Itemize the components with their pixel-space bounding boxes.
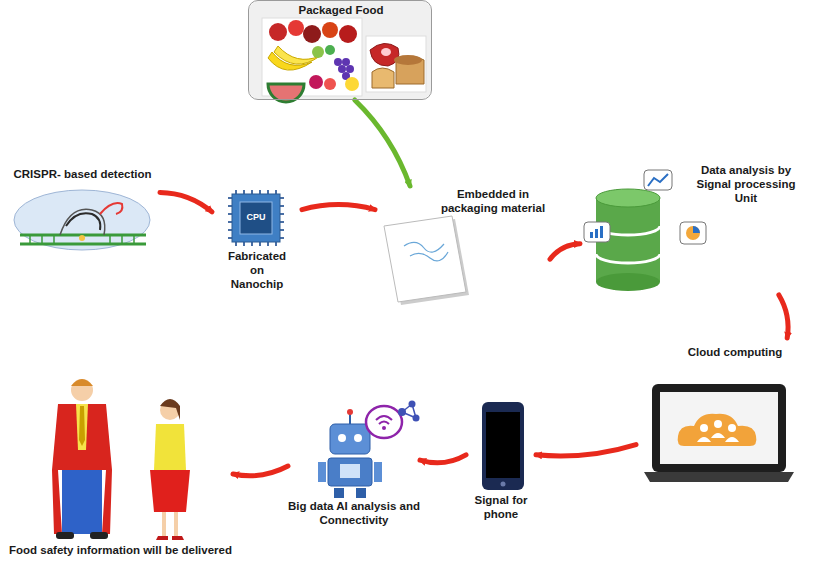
fruits [268,20,359,102]
people [52,379,190,540]
flow-arrow [233,466,288,476]
step-label: Fabricated on Nanochip [224,250,290,291]
flow-arrow [160,192,212,212]
step-group: Embedded in packaging material [375,186,550,304]
flow-arrow [302,205,375,210]
package-box: Packaged Food [248,0,432,100]
step-label: Signal for phone [466,494,536,522]
step-group: Cloud computing [636,338,804,486]
flow-arrow [355,100,410,186]
step-label: Cloud computing [666,346,804,360]
step-label: Food safety information will be delivere… [8,544,233,558]
flow-arrow [550,244,580,259]
crispr-illustration [14,190,150,250]
step-group: Big data AI analysis and Connectivity [288,398,420,546]
database [584,170,706,291]
step-group: Signal for phone [466,398,536,540]
chip-label: CPU [240,212,272,222]
step-group: Data analysis by Signal processing Unit [580,160,806,295]
step-label: Data analysis by Signal processing Unit [688,164,804,205]
phone [482,402,524,490]
flow-arrow [536,445,636,456]
step-group: CRISPR- based detection [5,166,160,254]
packaging-paper [384,216,469,305]
step-label: Embedded in packaging material [437,188,549,216]
flow-arrow [420,455,466,463]
step-label: CRISPR- based detection [5,168,160,182]
robot [318,401,420,499]
step-group: Fabricated on Nanochip [212,186,302,304]
step-label: Packaged Food [249,4,433,18]
step-group: Food safety information will be delivere… [8,372,233,576]
meat-bread [370,43,424,88]
step-label: Big data AI analysis and Connectivity [288,500,420,528]
laptop [644,384,794,482]
meat-panel [366,36,426,92]
flow-arrow [779,295,788,338]
nanochip [228,190,284,246]
